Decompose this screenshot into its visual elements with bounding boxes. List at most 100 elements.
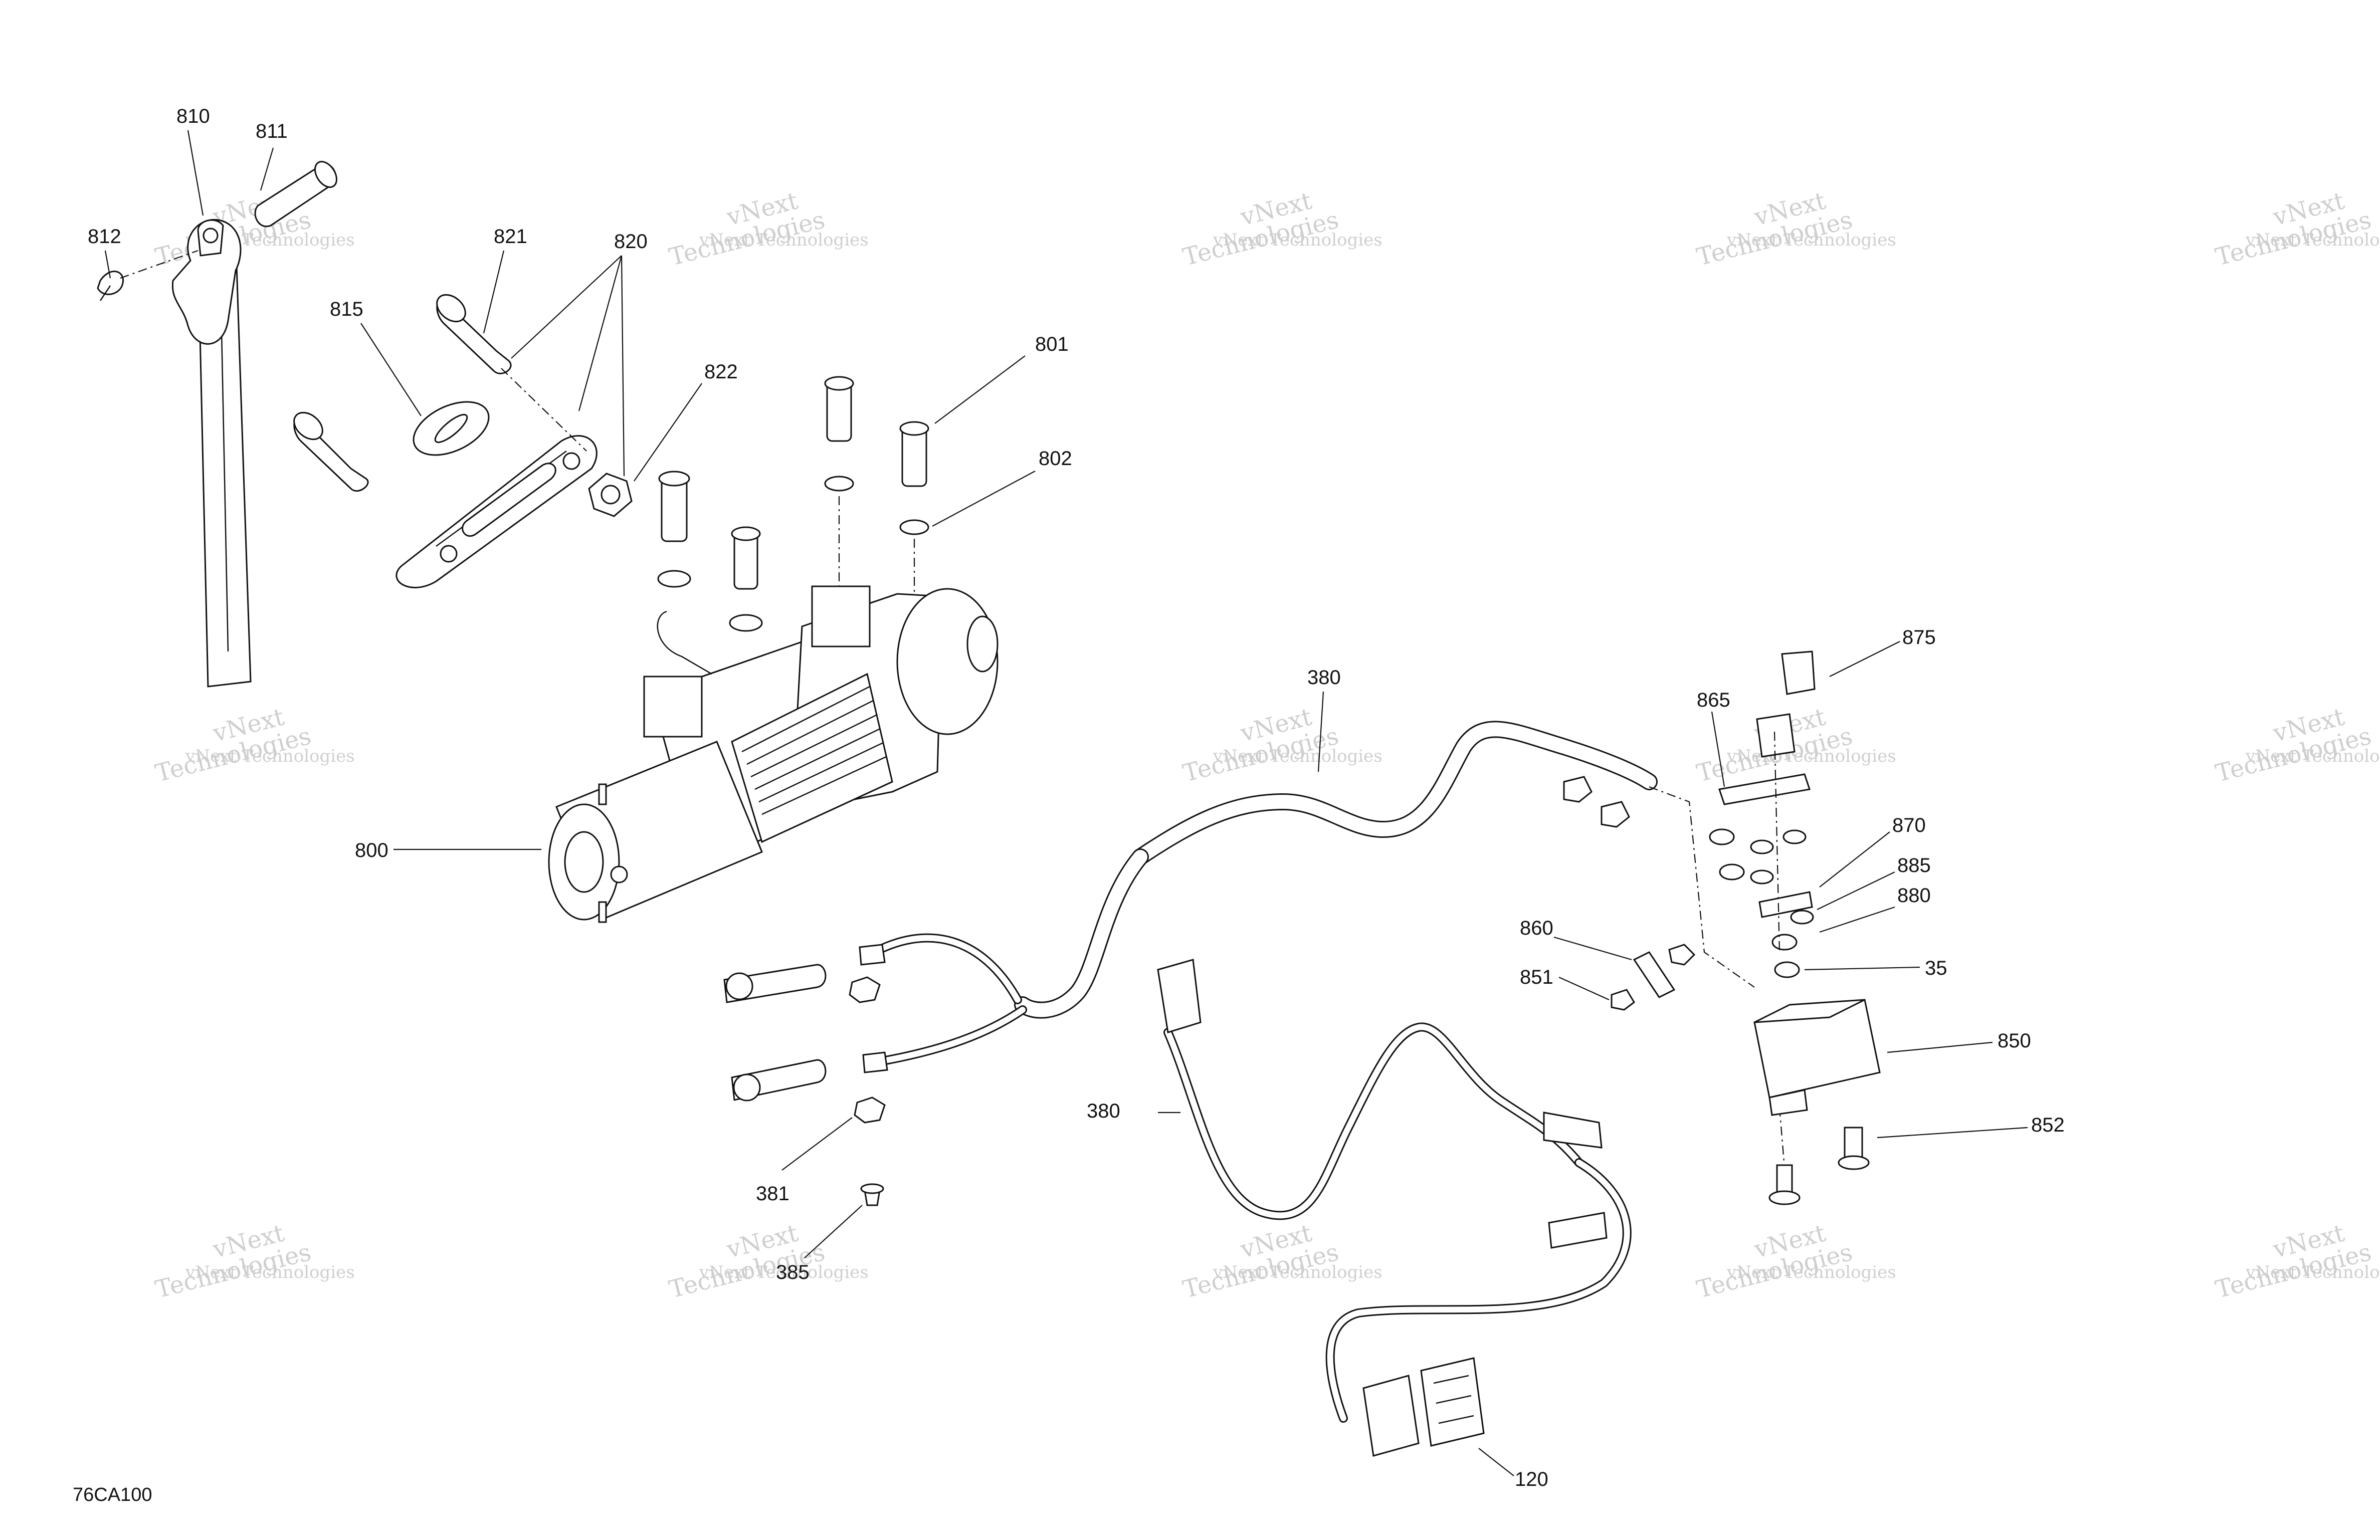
pin-811-end — [314, 161, 337, 188]
nut-b — [1719, 863, 1745, 881]
harness-connector-380 — [1157, 959, 1202, 1033]
hook-assembly — [97, 161, 337, 688]
callout-812: 812 — [88, 226, 121, 248]
harness-connector-lower — [1548, 1212, 1608, 1249]
nut-a — [1709, 828, 1735, 845]
svg-text:vNext Technologies: vNext Technologies — [1213, 1262, 1382, 1282]
leader-850 — [1887, 1041, 1993, 1053]
callout-801: 801 — [1035, 333, 1069, 355]
terminal-nut-381 — [854, 1096, 886, 1124]
watermark-r1-c4: vNext Technologies vNext Technologies — [1694, 186, 1896, 271]
callout-850: 850 — [1998, 1030, 2031, 1052]
winch-end-hub — [966, 615, 999, 673]
leader-35 — [1804, 966, 1920, 971]
watermark-r1-c1: vNext Technologies vNext Technologies — [152, 186, 354, 271]
callout-870: 870 — [1892, 814, 1926, 836]
callout-880: 880 — [1897, 885, 1931, 907]
callout-865: 865 — [1697, 689, 1730, 711]
callout-385: 385 — [776, 1261, 810, 1283]
callout-800: 800 — [355, 839, 388, 861]
battery-cable-upper-inner — [867, 935, 1021, 1003]
washer-880-b — [1790, 910, 1814, 925]
battery-cable-lower — [870, 1005, 1027, 1067]
bolt-c-head — [824, 376, 854, 391]
bracket-860 — [1633, 951, 1676, 998]
winch-bracket-left — [643, 676, 703, 738]
leader-860 — [1553, 936, 1632, 961]
callout-35: 35 — [1925, 957, 1947, 979]
watermark-r2-c1: vNext Technologies vNext Technologies — [152, 703, 354, 787]
harness-main-hose-inner — [1133, 722, 1656, 864]
watermark-r3-c1: vNext Technologies vNext Technologies — [152, 1219, 354, 1303]
bolt-821-dashline — [501, 368, 587, 452]
nut-851 — [1611, 989, 1635, 1011]
leader-lines — [104, 130, 2028, 1476]
callout-811: 811 — [256, 120, 288, 142]
switch-harness-lead — [1325, 1158, 1632, 1423]
winch-drum — [731, 673, 893, 843]
contactor-850-foot — [1768, 1089, 1808, 1116]
nut-harness-b — [1601, 801, 1630, 828]
hook-pin-hole — [203, 228, 219, 244]
spacer-815-slot — [434, 413, 468, 444]
leader-880 — [1819, 906, 1895, 933]
watermark-r1-c2: vNext Technologies vNext Technologies — [666, 186, 868, 271]
switch-harness-loop-inner — [1165, 1024, 1582, 1219]
callout-860: 860 — [1520, 917, 1553, 939]
contactor-850-top — [1754, 999, 1865, 1023]
washer-885-a — [1750, 839, 1774, 854]
leader-380-top — [1317, 691, 1324, 772]
washer-880-a — [1750, 869, 1774, 885]
washer-802 — [899, 519, 929, 535]
callout-380-top: 380 — [1307, 667, 1341, 689]
screw-852-b-head — [1768, 1190, 1801, 1205]
watermark-r3-c3: vNext Technologies vNext Technologies — [1180, 1219, 1382, 1303]
watermark-r2-c5: vNext Technologies vNext Technologies — [2213, 703, 2380, 787]
watermark-r3-c4: vNext Technologies vNext Technologies — [1694, 1219, 1896, 1303]
watermark-r2-c3: vNext Technologies vNext Technologies — [1180, 703, 1382, 787]
nut-860 — [1668, 944, 1696, 966]
terminal-nut-upper — [849, 976, 881, 1003]
motor-terminal — [610, 865, 628, 884]
watermark-r3-c5: vNext Technologies vNext Technologies — [2213, 1219, 2380, 1303]
callout-810: 810 — [176, 105, 210, 127]
diagram-reference: 76CA100 — [73, 1484, 152, 1505]
washer-a — [657, 570, 691, 588]
leader-822 — [634, 383, 702, 482]
switch-harness-lead-inner — [1327, 1160, 1630, 1421]
leader-875 — [1829, 641, 1900, 677]
bracket-865 — [1718, 773, 1811, 805]
leader-851 — [1558, 976, 1610, 1001]
callout-380-left: 380 — [1087, 1100, 1120, 1122]
bolt-b-head — [731, 526, 761, 541]
washer-885-b — [1782, 829, 1807, 844]
callout-802: 802 — [1039, 448, 1072, 470]
svg-text:vNext Technologies: vNext Technologies — [2245, 746, 2380, 766]
callout-885: 885 — [1897, 854, 1931, 876]
rocker-switch-120 — [1420, 1357, 1485, 1447]
terminal-boot-upper-cap — [725, 972, 753, 1000]
fairlead-slot — [462, 463, 556, 537]
contactor-dashline-a — [1649, 786, 1755, 988]
svg-text:vNext Technologies: vNext Technologies — [2245, 1262, 2380, 1282]
svg-text:vNext Technologies: vNext Technologies — [185, 746, 355, 766]
winch-assembly — [548, 376, 999, 923]
harness-lower-hose-inner — [1016, 850, 1147, 1017]
bracket-870 — [1758, 891, 1813, 918]
leader-120 — [1478, 1448, 1514, 1476]
winch-bracket-top — [811, 585, 871, 647]
leader-865 — [1711, 711, 1725, 787]
cap-rear — [1756, 713, 1796, 758]
drum-rope-lines — [741, 686, 887, 815]
winch-clutch-wire — [657, 610, 712, 675]
leader-820 — [511, 255, 625, 477]
watermark-r2-c4: vNext Technologies vNext Technologies — [1694, 703, 1896, 787]
contactor-dashline-c — [1778, 1107, 1786, 1168]
callout-875: 875 — [1902, 626, 1936, 648]
screw-852-a-head — [1838, 1155, 1870, 1170]
leader-821 — [483, 250, 505, 334]
svg-text:vNext Technologies: vNext Technologies — [185, 1262, 355, 1282]
leader-852 — [1877, 1127, 2028, 1139]
strap-edge-line — [220, 280, 229, 652]
